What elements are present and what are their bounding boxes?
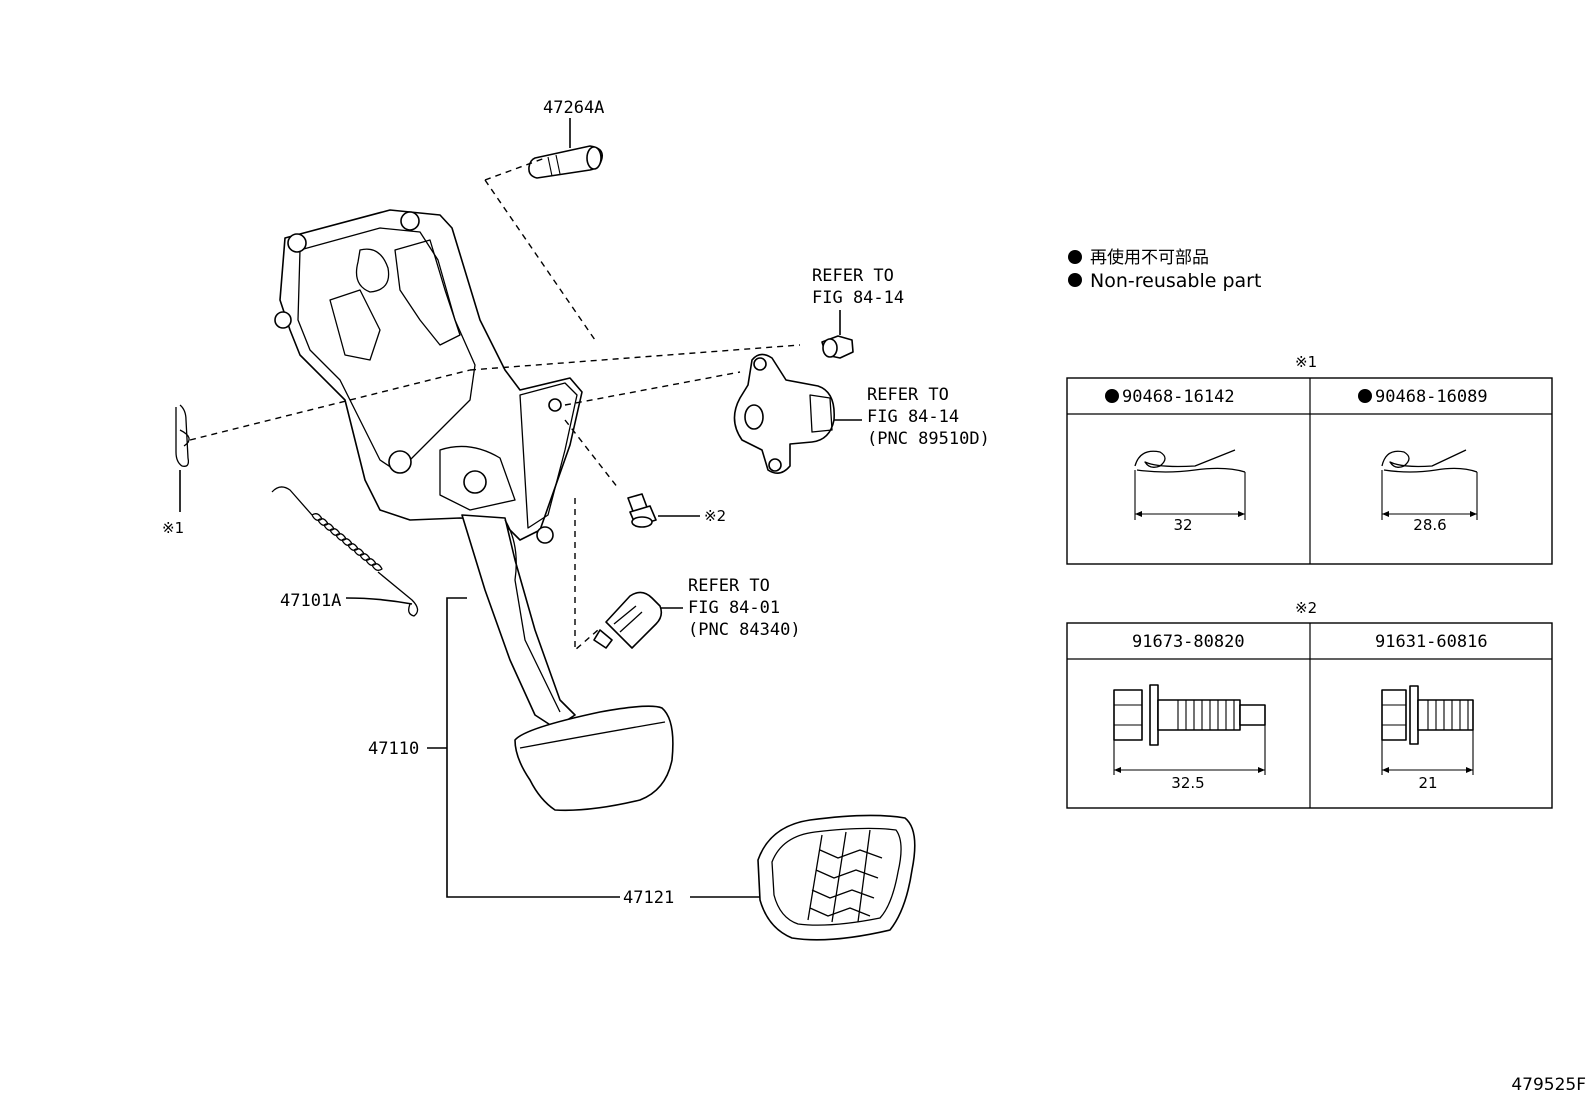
nut-refer-group: REFER TO FIG 84-14: [812, 266, 904, 359]
bolt-mark: ※2: [704, 507, 726, 525]
leader-pin-b: [484, 179, 596, 341]
diagram-id: 479525F: [1511, 1075, 1586, 1095]
refer-nut-line2[interactable]: FIG 84-14: [812, 288, 904, 308]
legend: 再使用不可部品 Non-reusable part: [1068, 247, 1261, 292]
table-clip: ※1 90468-16142 90468-16089 32 28.6: [1066, 353, 1553, 565]
bolt-part: ※2: [627, 493, 726, 528]
clip-part: ※1: [162, 404, 190, 537]
pedal-pad-47121: [757, 814, 916, 941]
legend-ja: 再使用不可部品: [1090, 247, 1209, 268]
label-47264a[interactable]: 47264A: [543, 98, 604, 118]
label-47101a[interactable]: 47101A: [280, 591, 341, 611]
table2-dim-1: 32.5: [1171, 774, 1204, 792]
table1-header-2[interactable]: 90468-16089: [1375, 387, 1488, 407]
refer-switch-line3[interactable]: (PNC 84340): [688, 620, 801, 640]
non-reusable-icon: [1358, 389, 1372, 403]
refer-sensor-line1[interactable]: REFER TO: [867, 385, 949, 405]
leader-switch: [574, 498, 599, 652]
table2-title: ※2: [1295, 599, 1317, 617]
refer-switch-line1[interactable]: REFER TO: [688, 576, 770, 596]
refer-sensor-line2[interactable]: FIG 84-14: [867, 407, 959, 427]
pedal-callouts: 47110 47121: [368, 597, 760, 908]
table2-header-1[interactable]: 91673-80820: [1132, 632, 1245, 652]
bullet-icon: [1068, 273, 1082, 287]
stop-lamp-switch: REFER TO FIG 84-01 (PNC 84340): [593, 576, 801, 649]
table-bolt: ※2 91673-80820 91631-60816 32.5 21: [1066, 599, 1553, 809]
refer-switch-line2[interactable]: FIG 84-01: [688, 598, 780, 618]
label-47121[interactable]: 47121: [623, 888, 674, 908]
pin-47264a: 47264A: [528, 98, 604, 179]
leader-bolt: [564, 419, 619, 489]
table1-header-1[interactable]: 90468-16142: [1122, 387, 1235, 407]
refer-sensor-line3[interactable]: (PNC 89510D): [867, 429, 990, 449]
refer-nut-line1[interactable]: REFER TO: [812, 266, 894, 286]
non-reusable-icon: [1105, 389, 1119, 403]
spring-47101a: 47101A: [271, 486, 419, 617]
legend-en: Non-reusable part: [1090, 270, 1261, 292]
bullet-icon: [1068, 250, 1082, 264]
table1-dim-1: 32: [1173, 516, 1192, 534]
brake-pedal-bracket: [274, 209, 674, 812]
pedal-stroke-sensor: REFER TO FIG 84-14 (PNC 89510D): [733, 353, 990, 474]
table1-dim-2: 28.6: [1413, 516, 1446, 534]
table1-title: ※1: [1295, 353, 1317, 371]
table2-dim-2: 21: [1418, 774, 1437, 792]
table2-header-2[interactable]: 91631-60816: [1375, 632, 1488, 652]
leader-clip: [189, 369, 471, 441]
clip-mark: ※1: [162, 519, 184, 537]
label-47110[interactable]: 47110: [368, 739, 419, 759]
leader-nut: [469, 344, 801, 371]
leader-sensor: [564, 371, 741, 406]
